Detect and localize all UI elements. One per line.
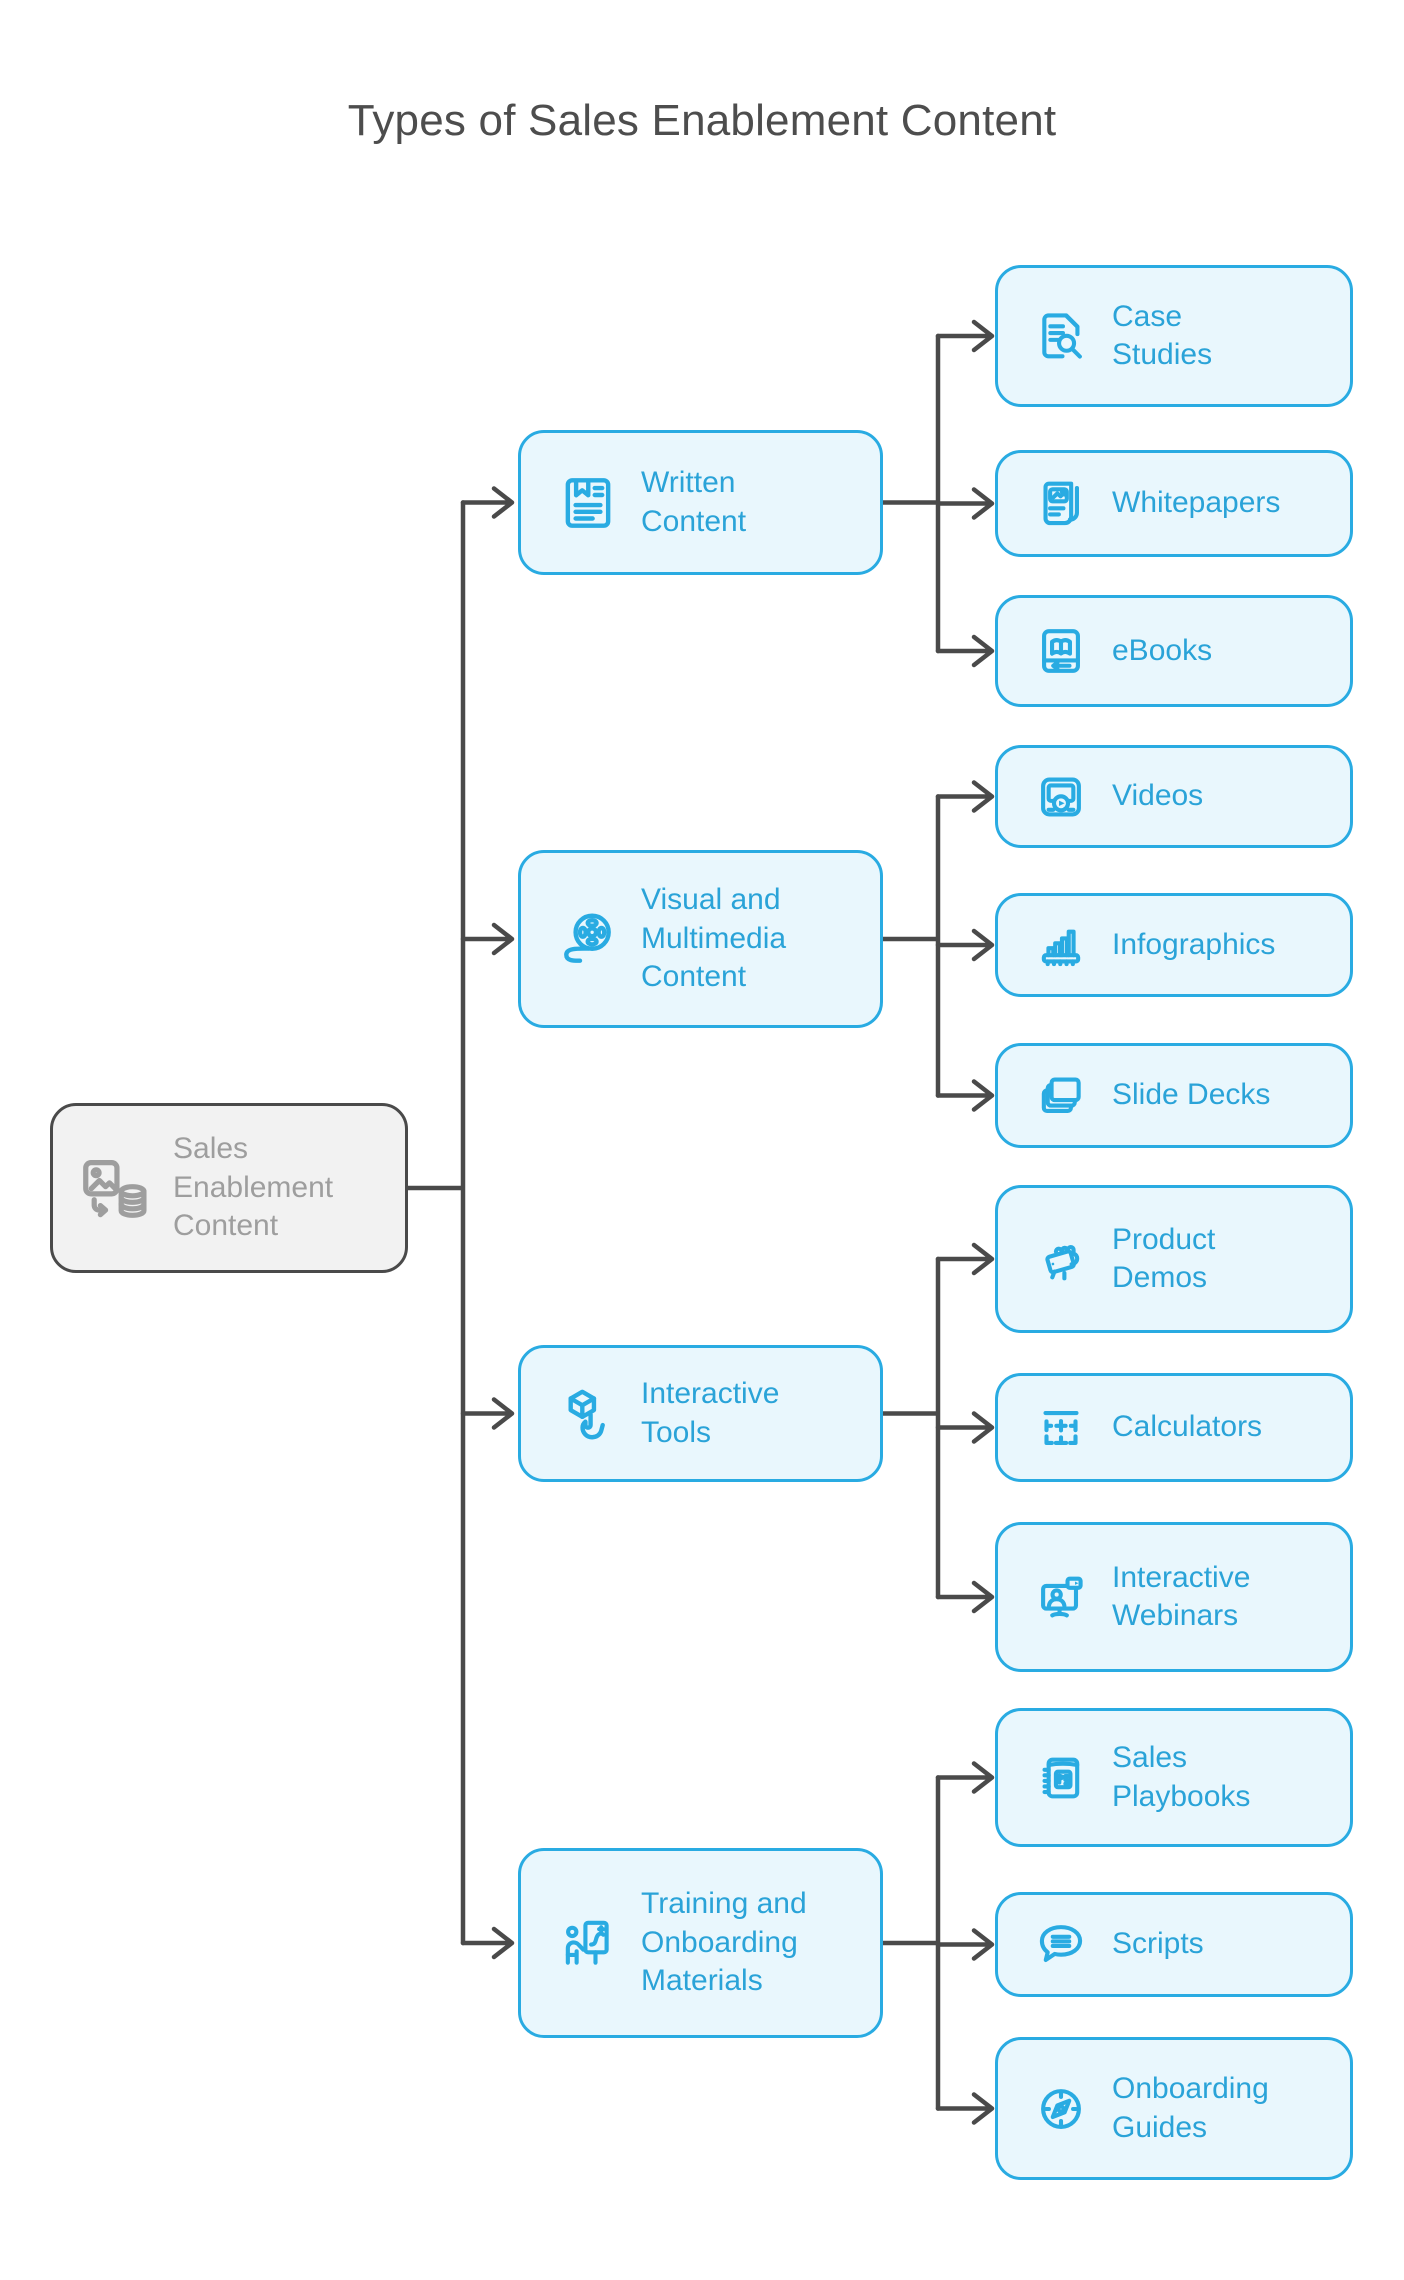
leaf-node-label: Videos xyxy=(1112,779,1204,813)
bar-chart-icon xyxy=(1032,916,1090,974)
report-trend-icon xyxy=(1032,475,1090,533)
leaf-node-whitepapers: Whitepapers xyxy=(995,450,1353,557)
leaf-node-label: Interactive Webinars xyxy=(1112,1560,1251,1632)
leaf-node-label: Scripts xyxy=(1112,1927,1204,1961)
compass-icon xyxy=(1032,2080,1090,2138)
leaf-node-product-demos: Product Demos xyxy=(995,1185,1353,1333)
film-reel-icon xyxy=(557,908,619,970)
leaf-node-label: Infographics xyxy=(1112,927,1276,961)
spiral-playbook-icon xyxy=(1032,1749,1090,1807)
diagram-title: Types of Sales Enablement Content xyxy=(347,96,1057,145)
root-node-sales-enablement-content: Sales Enablement Content xyxy=(50,1103,408,1273)
leaf-node-infographics: Infographics xyxy=(995,893,1353,997)
leaf-node-onboarding-guides: Onboarding Guides xyxy=(995,2037,1353,2180)
leaf-node-label: Slide Decks xyxy=(1112,1078,1271,1112)
leaf-node-calculators: Calculators xyxy=(995,1373,1353,1482)
leaf-node-label: eBooks xyxy=(1112,633,1213,667)
leaf-node-label: Onboarding Guides xyxy=(1112,2072,1269,2144)
leaf-node-videos: Videos xyxy=(995,745,1353,848)
video-player-icon xyxy=(1032,768,1090,826)
leaf-trunk-lines xyxy=(880,333,941,2111)
cube-touch-icon xyxy=(557,1383,619,1445)
branch-node-written-content: Written Content xyxy=(518,430,883,575)
leaf-node-label: Case Studies xyxy=(1112,299,1213,371)
ebook-reader-icon xyxy=(1032,622,1090,680)
branch-node-label: Visual and Multimedia Content xyxy=(641,883,787,994)
leaf-node-label: Product Demos xyxy=(1112,1222,1216,1294)
speech-bubble-icon xyxy=(1032,1916,1090,1974)
document-magnifier-icon xyxy=(1032,307,1090,365)
webinar-monitor-icon xyxy=(1032,1568,1090,1626)
leaf-node-slide-decks: Slide Decks xyxy=(995,1043,1353,1148)
document-bookmark-icon xyxy=(557,472,619,534)
branch-node-label: Written Content xyxy=(641,466,747,538)
root-node-label: Sales Enablement Content xyxy=(173,1132,334,1243)
leaf-node-label: Calculators xyxy=(1112,1410,1263,1444)
content-to-database-icon xyxy=(73,1149,157,1227)
leaf-node-label: Whitepapers xyxy=(1112,486,1281,520)
leaf-node-ebooks: eBooks xyxy=(995,595,1353,707)
branch-node-label: Training and Onboarding Materials xyxy=(641,1887,807,1998)
branch-arrows xyxy=(460,486,515,1960)
slide-stack-icon xyxy=(1032,1067,1090,1125)
branch-node-training-onboarding-materials: Training and Onboarding Materials xyxy=(518,1848,883,2038)
hand-device-icon xyxy=(1032,1230,1090,1288)
leaf-node-interactive-webinars: Interactive Webinars xyxy=(995,1522,1353,1672)
branch-node-label: Interactive Tools xyxy=(641,1377,780,1449)
branch-node-visual-multimedia-content: Visual and Multimedia Content xyxy=(518,850,883,1028)
leaf-node-sales-playbooks: Sales Playbooks xyxy=(995,1708,1353,1847)
leaf-node-scripts: Scripts xyxy=(995,1892,1353,1997)
leaf-node-case-studies: Case Studies xyxy=(995,265,1353,407)
calculator-keys-icon xyxy=(1032,1399,1090,1457)
branch-node-interactive-tools: Interactive Tools xyxy=(518,1345,883,1482)
leaf-arrows xyxy=(935,319,995,2125)
root-trunk-line xyxy=(405,500,466,1946)
trainer-whiteboard-icon xyxy=(557,1912,619,1974)
leaf-node-label: Sales Playbooks xyxy=(1112,1741,1251,1813)
